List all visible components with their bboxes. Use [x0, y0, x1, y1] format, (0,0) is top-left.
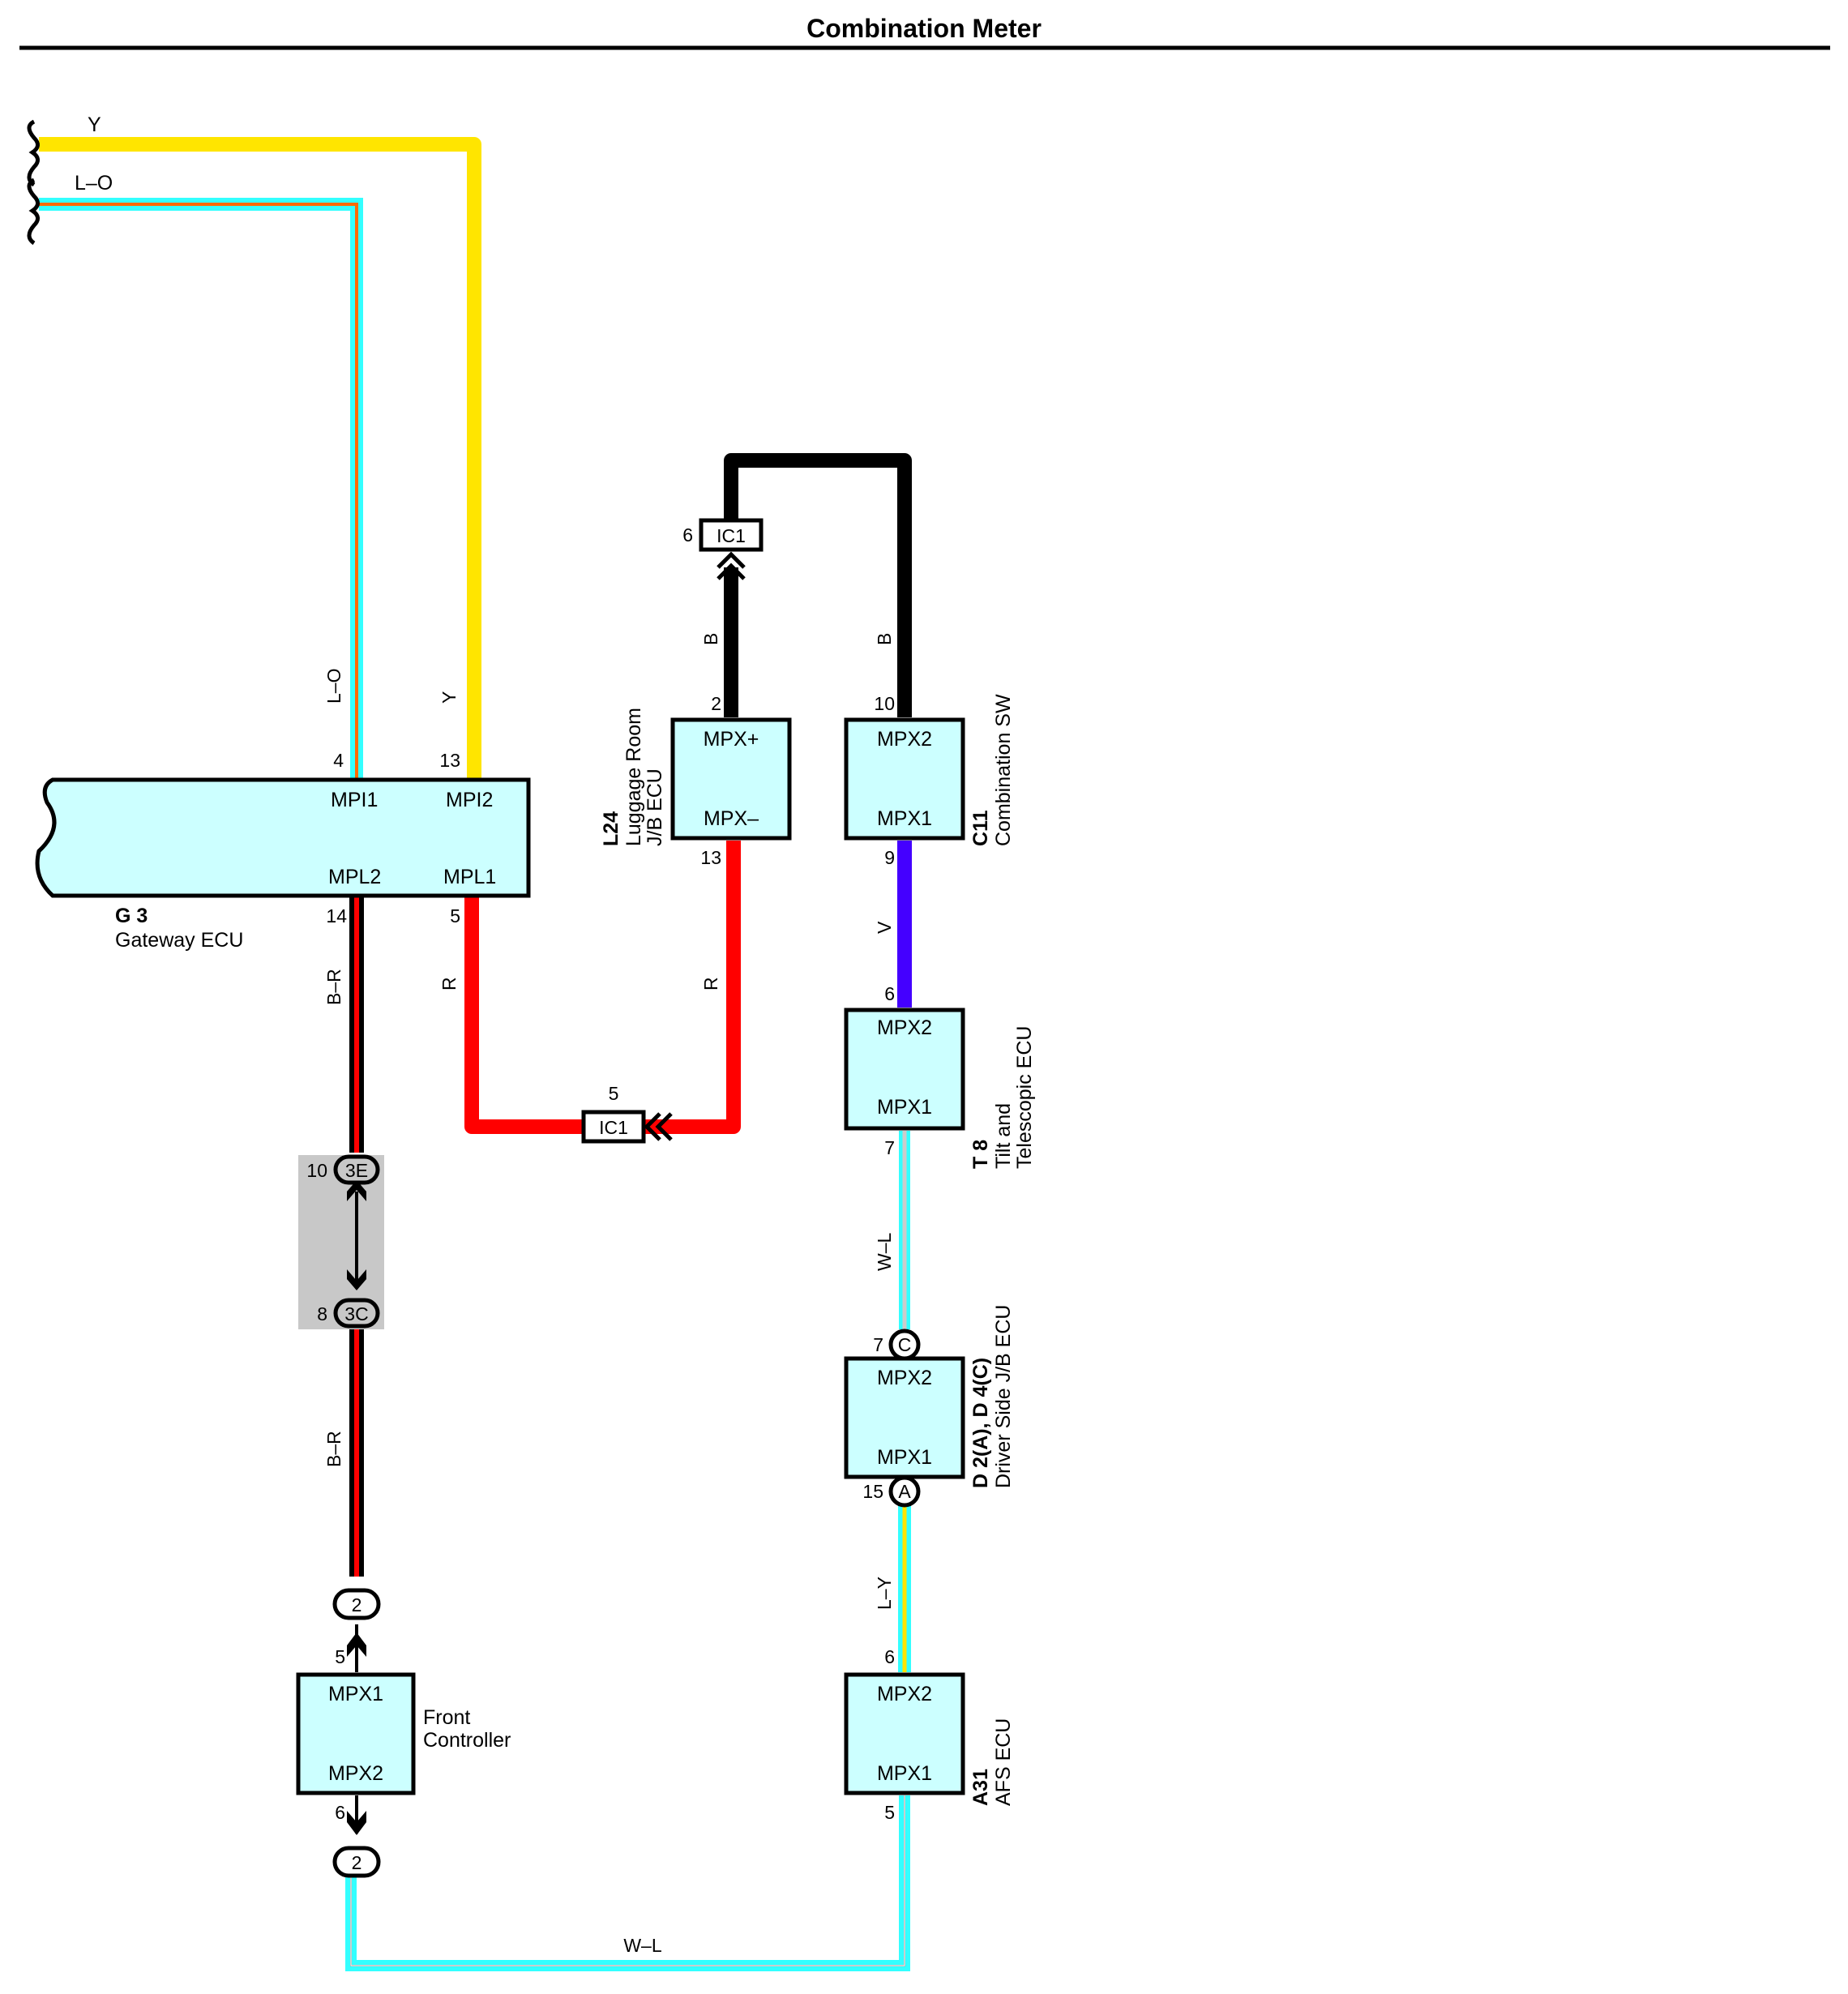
- gateway-terminal-mpl2: MPL2: [328, 866, 381, 888]
- ic1-bottom-label: IC1: [599, 1117, 628, 1138]
- t8-pin-top: 6: [884, 983, 895, 1004]
- front-name-2: Controller: [423, 1729, 511, 1752]
- curly-brace-break-icon: [27, 119, 40, 246]
- t8-name-2: Telescopic ECU: [1013, 1026, 1036, 1169]
- gateway-terminal-mpl1: MPL1: [443, 866, 496, 888]
- wire-wl-bottom: [345, 1795, 910, 1971]
- gateway-pin-mpi1: 4: [333, 750, 344, 771]
- front-terminal-bottom: MPX2: [328, 1762, 383, 1785]
- wire-label-wl-t8: W–L: [874, 1233, 895, 1272]
- incoming-y-label: Y: [88, 113, 101, 136]
- c11-id: C11: [969, 810, 992, 846]
- gateway-ecu-block: [35, 777, 531, 898]
- c11-block: [844, 717, 965, 841]
- l24-id: L24: [600, 811, 622, 846]
- ic1-bottom-connector: [581, 1110, 646, 1144]
- connector-2-bottom: [332, 1846, 381, 1878]
- l24-pin-top: 2: [711, 693, 721, 714]
- l24-terminal-top: MPX+: [704, 728, 759, 751]
- d2-terminal-bottom: MPX1: [877, 1446, 932, 1469]
- wire-label-ly: L–Y: [874, 1577, 895, 1610]
- gateway-terminal-mpi1: MPI1: [331, 789, 378, 811]
- front-terminal-top: MPX1: [328, 1683, 383, 1705]
- ic1-top-connector: [699, 518, 764, 552]
- wire-label-wl-bottom: W–L: [623, 1935, 662, 1956]
- d4-connector-c-label: C: [898, 1334, 912, 1355]
- t8-terminal-bottom: MPX1: [877, 1096, 932, 1119]
- front-controller-block: [296, 1672, 416, 1795]
- front-pin-top: 5: [335, 1646, 345, 1667]
- wire-label-v: V: [874, 921, 895, 934]
- t8-terminal-top: MPX2: [877, 1016, 932, 1039]
- wire-y: [39, 137, 481, 780]
- ic1-top-label: IC1: [717, 525, 746, 546]
- a31-pin-top: 6: [884, 1646, 895, 1667]
- wire-label-r-l24: R: [700, 977, 721, 991]
- c11-name: Combination SW: [992, 694, 1015, 846]
- l24-name-2: J/B ECU: [644, 768, 666, 846]
- front-name-1: Front: [423, 1706, 470, 1729]
- d2-terminal-top: MPX2: [877, 1367, 932, 1389]
- c11-pin-bottom: 9: [884, 847, 895, 868]
- diagram-title: Combination Meter: [806, 14, 1042, 43]
- double-chevron-icon: [644, 1112, 673, 1141]
- wire-label-b-l24: B: [700, 633, 721, 645]
- l24-name-1: Luggage Room: [622, 708, 645, 846]
- wire-b: [724, 453, 912, 717]
- front-pin-bottom: 6: [335, 1802, 345, 1823]
- d2-id: D 2(A), D 4(C): [969, 1358, 992, 1488]
- d2-block: [844, 1356, 965, 1479]
- connector-2-top-label: 2: [352, 1594, 362, 1615]
- a31-id: A31: [969, 1769, 992, 1806]
- ic1-top-pin: 6: [682, 524, 693, 546]
- wire-label-br-upper: B–R: [323, 969, 344, 1005]
- t8-pin-bottom: 7: [884, 1137, 895, 1158]
- wire-label-lo: L–O: [323, 669, 344, 704]
- wire-label-br-lower: B–R: [323, 1431, 344, 1467]
- d2-connector-a-label: A: [898, 1481, 911, 1502]
- a31-terminal-bottom: MPX1: [877, 1762, 932, 1785]
- d2-name: Driver Side J/B ECU: [992, 1305, 1015, 1488]
- connector-2-bottom-label: 2: [352, 1852, 362, 1873]
- a31-block: [844, 1672, 965, 1795]
- a31-name: AFS ECU: [992, 1718, 1015, 1806]
- d2-pin-top: 7: [873, 1334, 883, 1355]
- junction-3e-label: 3E: [345, 1160, 368, 1181]
- gateway-pin-mpi2: 13: [439, 750, 460, 771]
- t8-id: T 8: [969, 1140, 992, 1169]
- c11-pin-top: 10: [874, 693, 895, 714]
- junction-3c-pin: 8: [317, 1303, 327, 1324]
- d2-connector-a: [888, 1475, 921, 1508]
- wire-label-r-g3: R: [438, 977, 460, 991]
- wire-label-b-c11: B: [874, 633, 895, 645]
- double-chevron-icon: [347, 1811, 366, 1835]
- junction-3e-connector: [333, 1154, 380, 1185]
- gateway-id: G 3: [115, 905, 148, 927]
- junction-3c-label: 3C: [344, 1303, 368, 1324]
- wire-lo: [39, 198, 363, 780]
- t8-name-1: Tilt and: [992, 1103, 1015, 1169]
- c11-terminal-top: MPX2: [877, 728, 932, 751]
- a31-pin-bottom: 5: [884, 1802, 895, 1823]
- gateway-name: Gateway ECU: [115, 929, 243, 952]
- l24-block: [670, 717, 792, 841]
- junction-3e-pin: 10: [306, 1160, 327, 1181]
- double-chevron-icon: [347, 1632, 366, 1657]
- c11-terminal-bottom: MPX1: [877, 807, 932, 830]
- gateway-pin-mpl1: 5: [450, 905, 460, 926]
- connector-2-top: [332, 1588, 381, 1620]
- incoming-lo-label: L–O: [75, 172, 113, 195]
- ic1-bottom-pin: 5: [609, 1083, 619, 1104]
- l24-pin-bottom: 13: [700, 847, 721, 868]
- gateway-pin-mpl2: 14: [326, 905, 347, 926]
- d2-pin-bottom: 15: [862, 1481, 883, 1502]
- a31-terminal-top: MPX2: [877, 1683, 932, 1705]
- junction-3c-connector: [333, 1298, 380, 1329]
- wire-label-y: Y: [438, 691, 460, 704]
- t8-block: [844, 1008, 965, 1131]
- gateway-terminal-mpi2: MPI2: [446, 789, 493, 811]
- double-chevron-icon: [717, 551, 746, 580]
- l24-terminal-bottom: MPX–: [704, 807, 759, 830]
